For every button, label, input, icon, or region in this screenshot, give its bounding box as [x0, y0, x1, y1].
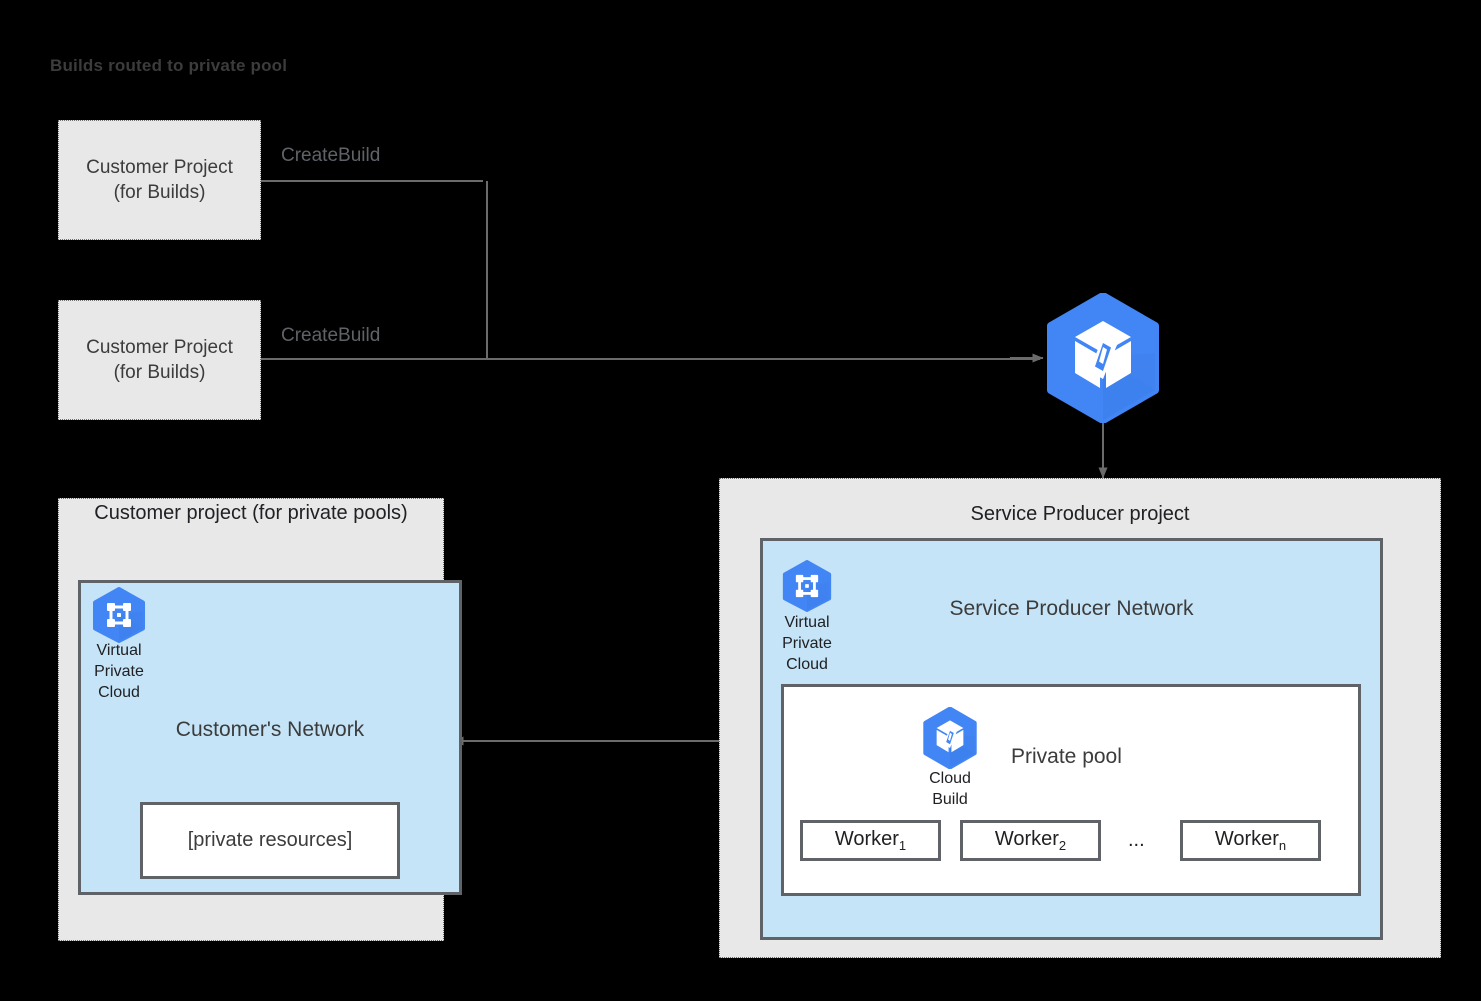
private-pool-label: Private pool [1011, 745, 1122, 768]
private-pool-box[interactable] [781, 684, 1361, 896]
create-build-label-1: CreateBuild [281, 145, 381, 166]
vpc-icon-producer-caption: Virtual Private Cloud [782, 614, 832, 674]
customer-private-pool-project-title: Customer project (for private pools) [94, 502, 408, 524]
connector-build2-horizontal [261, 358, 1040, 360]
worker-box-2[interactable]: Worker2 [960, 820, 1101, 861]
worker-box-n[interactable]: Workern [1180, 820, 1321, 861]
worker-box-2-label: Worker2 [995, 826, 1066, 854]
customer-build-project-1-label: Customer Project (for Builds) [86, 156, 233, 203]
cloud-build-icon-pool[interactable] [921, 706, 979, 770]
vpc-icon-customer-caption: Virtual Private Cloud [94, 642, 144, 702]
worker-box-1-label: Worker1 [835, 826, 906, 854]
vpc-icon-producer[interactable] [781, 560, 833, 612]
customer-build-project-1[interactable]: Customer Project (for Builds) [58, 120, 261, 240]
private-resources-label: [private resources] [187, 829, 353, 852]
worker-box-2-name: Worker [994, 828, 1059, 851]
connector-build1-horizontal [261, 180, 483, 182]
worker-box-n-name: Worker [1214, 828, 1279, 851]
customers-network-label: Customer's Network [175, 718, 365, 741]
customer-build-project-2[interactable]: Customer Project (for Builds) [58, 300, 261, 420]
worker-box-2-sub: 2 [1058, 838, 1067, 854]
worker-box-1-sub: 1 [898, 838, 907, 854]
worker-box-1-name: Worker [834, 828, 899, 851]
cloud-build-icon[interactable] [1043, 292, 1163, 424]
vpc-icon-customer[interactable] [91, 587, 147, 643]
worker-box-1[interactable]: Worker1 [800, 820, 941, 861]
service-producer-network-label: Service Producer Network [949, 597, 1194, 620]
private-resources-box[interactable]: [private resources] [140, 802, 400, 879]
service-producer-project-title: Service Producer project [970, 503, 1190, 525]
connector-build1-vertical [486, 181, 488, 359]
worker-box-n-sub: n [1278, 838, 1287, 854]
customer-build-project-2-label: Customer Project (for Builds) [86, 336, 233, 383]
cloud-build-icon-pool-caption: Cloud Build [929, 770, 971, 809]
page-title: Builds routed to private pool [50, 56, 288, 75]
create-build-label-2: CreateBuild [281, 325, 381, 346]
worker-box-n-label: Workern [1215, 826, 1286, 854]
worker-ellipsis: ... [1128, 829, 1145, 851]
